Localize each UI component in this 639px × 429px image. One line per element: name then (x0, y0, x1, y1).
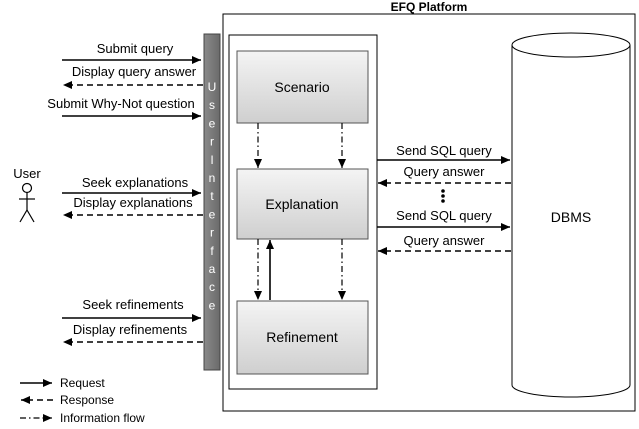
seek-explanations-label: Seek explanations (82, 175, 189, 190)
submit-why-not-label: Submit Why-Not question (47, 96, 194, 111)
dbms-label: DBMS (551, 209, 591, 225)
seek-refinements-label: Seek refinements (82, 297, 184, 312)
display-explanations-label: Display explanations (73, 195, 193, 210)
query-answer-1-label: Query answer (404, 164, 486, 179)
legend-response-label: Response (60, 393, 114, 407)
legend-request-label: Request (60, 376, 105, 390)
continuation-dots (441, 189, 445, 203)
refinement-label: Refinement (266, 329, 338, 345)
legend: Request Response Information flow (20, 376, 145, 425)
dbms-cylinder: DBMS (511, 32, 631, 398)
query-answer-2-label: Query answer (404, 233, 486, 248)
send-sql-query-1-label: Send SQL query (396, 143, 492, 158)
user-icon (19, 182, 35, 223)
explanation-label: Explanation (265, 196, 338, 212)
display-query-answer-label: Display query answer (72, 64, 197, 79)
platform-title: EFQ Platform (391, 0, 468, 14)
scenario-box: Scenario (236, 50, 369, 124)
scenario-label: Scenario (274, 79, 329, 95)
display-refinements-label: Display refinements (73, 322, 188, 337)
legend-information-flow-label: Information flow (60, 411, 145, 425)
module-container (228, 34, 378, 390)
submit-query-label: Submit query (97, 41, 174, 56)
efq-platform-frame (222, 13, 636, 412)
user-label: User (13, 166, 41, 181)
refinement-box: Refinement (236, 300, 369, 375)
explanation-box: Explanation (236, 168, 369, 240)
send-sql-query-2-label: Send SQL query (396, 208, 492, 223)
